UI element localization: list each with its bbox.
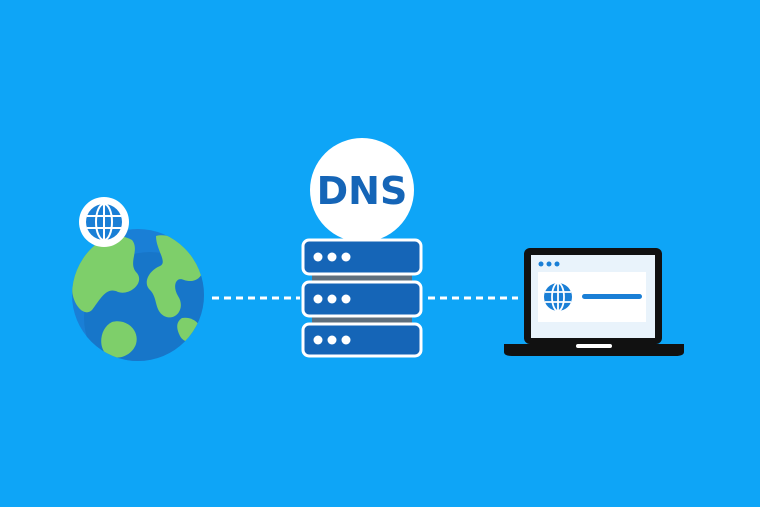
- server-stack-icon: [301, 238, 423, 358]
- earth-globe-icon: [72, 229, 204, 361]
- dns-badge: DNS: [310, 138, 414, 242]
- server-unit-top: [301, 238, 423, 276]
- browser-dots: [538, 261, 560, 267]
- web-globe-icon: [544, 282, 572, 312]
- dns-label: DNS: [317, 169, 408, 213]
- laptop-base: [504, 344, 684, 356]
- browser-card: [538, 272, 646, 322]
- server-unit-bottom: [301, 322, 423, 358]
- web-globe-icon: [79, 197, 129, 247]
- url-bar-line: [582, 294, 642, 299]
- laptop-icon: [504, 248, 684, 356]
- server-unit-middle: [301, 280, 423, 318]
